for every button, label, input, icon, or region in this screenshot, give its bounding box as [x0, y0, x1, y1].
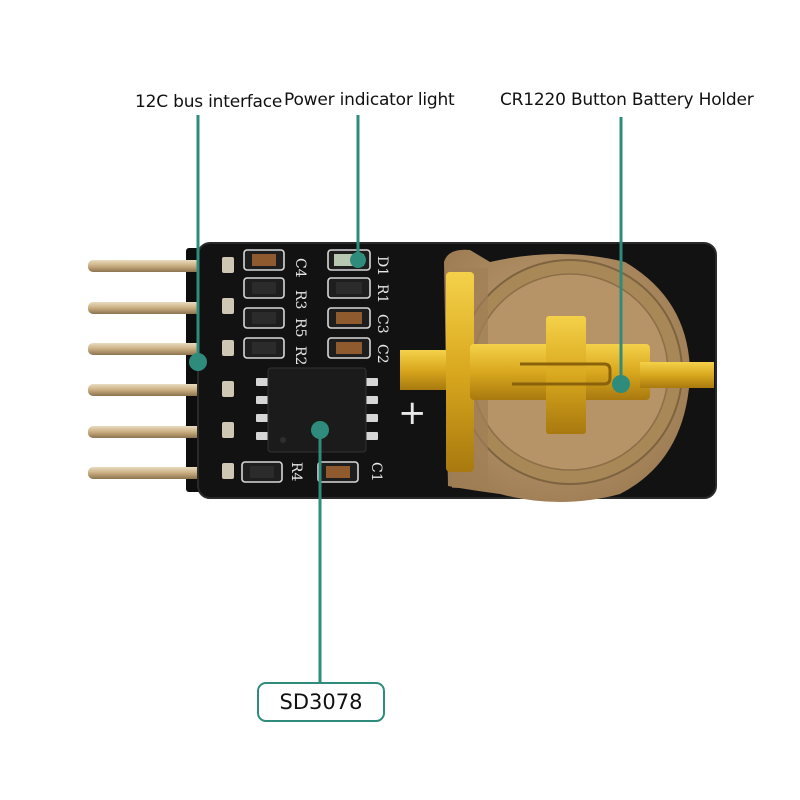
header-pins: [88, 260, 216, 479]
silk-c3: C3: [374, 314, 390, 334]
leader-dots: [189, 252, 630, 439]
silk-d1: D1: [374, 256, 390, 276]
chip-name-label: SD3078: [257, 682, 385, 722]
smd-components-left: [243, 249, 285, 359]
battery-contact: [400, 272, 714, 472]
dot-i2c: [189, 353, 207, 371]
leader-lines: [196, 115, 623, 684]
silk-c2: C2: [374, 344, 390, 364]
power-indicator-label: Power indicator light: [284, 90, 455, 110]
silk-r2: R2: [292, 346, 308, 365]
dot-battery: [612, 375, 630, 393]
silk-r5: R5: [292, 318, 308, 337]
silk-r3: R3: [292, 290, 308, 309]
silk-c4: C4: [292, 258, 308, 278]
i2c-interface-label: 12C bus interface: [135, 92, 283, 112]
silk-c1: C1: [368, 462, 384, 482]
silk-r1: R1: [374, 284, 390, 303]
silkscreen-labels: C4 R3 R5 R2 D1 R1 C3 C2 R4 C1: [288, 256, 390, 482]
battery-holder-label: CR1220 Button Battery Holder: [500, 90, 754, 110]
dot-chip: [311, 421, 329, 439]
silk-plus: +: [398, 393, 427, 433]
silk-r4: R4: [288, 462, 304, 482]
rtc-chip: [256, 367, 378, 453]
dot-power: [350, 252, 366, 268]
